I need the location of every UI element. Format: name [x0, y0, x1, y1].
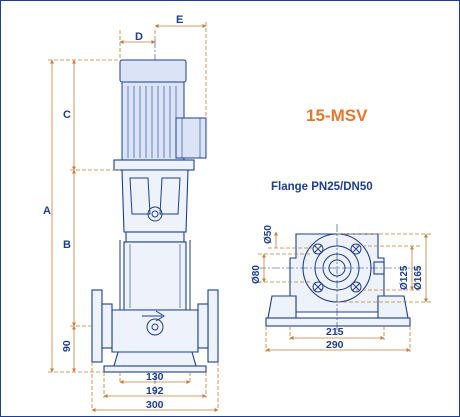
- dim-192-label: 192: [146, 385, 164, 397]
- flange-dimensions: [258, 231, 432, 352]
- dim-c-label: C: [63, 109, 71, 121]
- dim-d50-label: Ø50: [263, 225, 274, 244]
- dim-d80-label: Ø80: [251, 265, 262, 284]
- front-dimensions: [48, 22, 219, 412]
- dim-a-label: A: [43, 205, 51, 217]
- dim-e-label: E: [176, 14, 183, 26]
- dim-90-label: 90: [61, 340, 73, 352]
- dim-d-label: D: [135, 31, 143, 43]
- dim-b-label: B: [63, 239, 71, 251]
- flange-view: [258, 224, 420, 334]
- dim-d125-label: Ø125: [399, 265, 410, 290]
- model-title: 15-MSV: [306, 106, 368, 125]
- dim-130-label: 130: [146, 371, 164, 383]
- dim-215-label: 215: [326, 326, 344, 338]
- dim-290-label: 290: [326, 339, 344, 351]
- dim-300-label: 300: [146, 399, 164, 411]
- dim-d165-label: Ø165: [413, 265, 424, 290]
- pump-front-view: [91, 40, 219, 395]
- flange-title: Flange PN25/DN50: [271, 181, 373, 193]
